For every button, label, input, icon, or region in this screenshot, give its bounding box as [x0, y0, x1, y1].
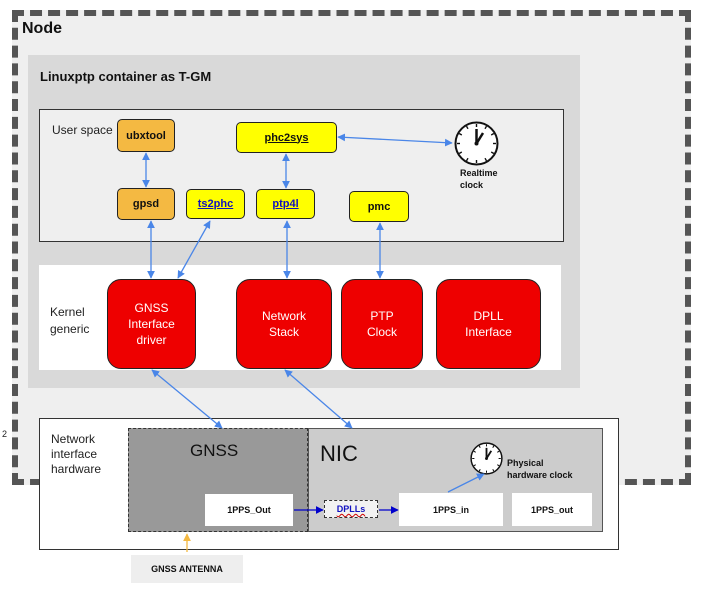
network-stack: Network Stack — [236, 279, 332, 369]
network-stack-line1: Network — [261, 309, 306, 323]
gnss-antenna-label: GNSS ANTENNA — [151, 564, 223, 574]
hardware-label-line3: hardware — [51, 462, 102, 476]
arrow-ppsin-clock — [447, 473, 485, 493]
user-space-label: User space — [52, 123, 113, 137]
ts2phc-label: ts2phc — [197, 198, 234, 210]
dpll-interface-line2: Interface — [465, 325, 512, 339]
kernel-label: Kernel generic — [50, 304, 89, 338]
gnss-driver-line1: GNSS — [134, 301, 169, 315]
phc2sys-label: phc2sys — [264, 131, 309, 144]
arrow-netstack-nic — [284, 369, 353, 429]
nic-1pps-in-label: 1PPS_in — [432, 504, 470, 515]
gpsd-label: gpsd — [132, 198, 160, 210]
kernel-label-line2: generic — [50, 322, 90, 336]
ts2phc-process: ts2phc — [186, 189, 245, 219]
physical-hardware-clock-icon — [470, 442, 503, 475]
arrow-driver-gnss — [151, 369, 223, 429]
nic-1pps-out-label: 1PPS_out — [530, 504, 573, 515]
physical-clock-line2: hardware clock — [507, 470, 573, 480]
kernel-label-line1: Kernel — [50, 305, 85, 319]
node-title: Node — [22, 20, 62, 37]
nic-1pps-in: 1PPS_in — [399, 493, 503, 526]
realtime-clock-line2: clock — [460, 180, 484, 190]
phc2sys-process: phc2sys — [236, 122, 337, 153]
pmc-label: pmc — [367, 200, 391, 213]
arrow-phc2sys-rtc — [337, 133, 453, 147]
ptp-clock: PTP Clock — [341, 279, 423, 369]
ptp-clock-line1: PTP — [370, 309, 394, 323]
container-title: Linuxptp container as T-GM — [40, 69, 212, 84]
side-mark: 2 — [2, 429, 8, 439]
physical-clock-line1: Physical — [507, 458, 544, 468]
nic-title: NIC — [320, 441, 358, 466]
hardware-label: Network interface hardware — [51, 432, 101, 477]
gnss-1pps-out-label: 1PPS_Out — [227, 505, 271, 515]
network-stack-line2: Stack — [268, 325, 299, 339]
ptp4l-process: ptp4l — [256, 189, 315, 219]
hardware-label-line1: Network — [51, 432, 96, 446]
pmc-process: pmc — [349, 191, 409, 222]
ubxtool-label: ubxtool — [126, 129, 166, 142]
gnss-1pps-out: 1PPS_Out — [205, 494, 293, 526]
gnss-driver-line2: Interface — [128, 317, 175, 331]
gnss-interface-driver: GNSS Interface driver — [107, 279, 196, 369]
dplls-box: DPLLs — [324, 500, 378, 518]
ptp-clock-line2: Clock — [366, 325, 397, 339]
arrow-ts2phc-driver — [177, 220, 211, 279]
dpll-interface: DPLL Interface — [436, 279, 541, 369]
ptp4l-label: ptp4l — [272, 198, 299, 210]
gnss-title: GNSS — [190, 441, 239, 460]
dplls-label: DPLLs — [336, 504, 366, 514]
gnss-antenna: GNSS ANTENNA — [131, 555, 243, 583]
nic-1pps-out: 1PPS_out — [512, 493, 592, 526]
ubxtool-process: ubxtool — [117, 119, 175, 152]
dpll-interface-line1: DPLL — [473, 309, 504, 323]
hardware-label-line2: interface — [51, 447, 98, 461]
realtime-clock-label: Realtime clock — [460, 167, 498, 191]
realtime-clock-icon — [454, 121, 499, 166]
gnss-driver-line3: driver — [136, 333, 167, 347]
gpsd-process: gpsd — [117, 188, 175, 220]
physical-clock-label: Physical hardware clock — [507, 457, 573, 481]
realtime-clock-line1: Realtime — [460, 168, 498, 178]
